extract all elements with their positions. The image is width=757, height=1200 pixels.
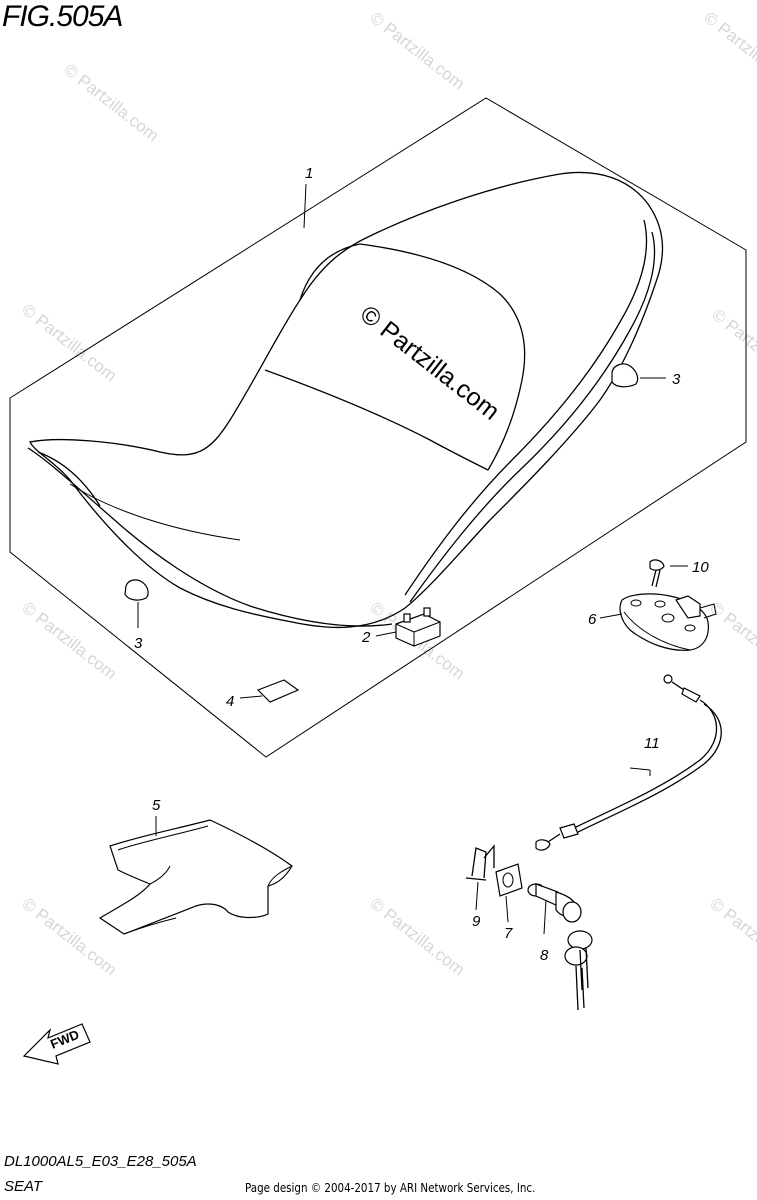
callout-cushion-connector: 2 [361, 629, 371, 646]
callout-seat: 1 [305, 165, 313, 182]
cable-drawing [535, 674, 722, 851]
seat-lock-base-drawing [599, 593, 717, 651]
callout-seat-lock-base: 6 [588, 611, 597, 628]
cushion-connector-drawing [375, 607, 441, 647]
clip-drawing [465, 844, 495, 911]
key-cylinder-drawing [527, 883, 593, 1011]
forward-direction-arrow: FWD [22, 1023, 91, 1065]
callout-cable: 11 [644, 735, 660, 752]
callout-label: 4 [226, 693, 234, 710]
leader-line [303, 183, 307, 229]
callout-clip: 9 [472, 913, 481, 930]
lock-plate-drawing [495, 863, 523, 923]
rubber-cushion-right-drawing [611, 363, 666, 388]
model-code: DL1000AL5_E03_E28_505A [4, 1153, 197, 1170]
callout-numbers: 1 2 3 3 4 5 6 7 8 9 10 11 [134, 165, 709, 964]
callout-tray: 5 [152, 797, 161, 814]
rubber-cushion-left-drawing [124, 579, 149, 628]
callout-rubber-cushion-right: 3 [672, 371, 681, 388]
figure-title: FIG.505A [2, 0, 123, 33]
callout-lock-plate: 7 [504, 925, 513, 942]
label-drawing [239, 679, 300, 703]
section-name: SEAT [4, 1178, 43, 1195]
assembly-frame [9, 97, 747, 758]
seat-drawing [27, 171, 664, 629]
page-footer: Page design © 2004-2017 by ARI Network S… [245, 1181, 536, 1195]
callout-screw: 10 [692, 559, 709, 576]
callout-key-cylinder: 8 [540, 947, 549, 964]
tray-drawing [98, 816, 293, 935]
screw-drawing [649, 559, 688, 588]
callout-rubber-cushion-left: 3 [134, 635, 143, 652]
